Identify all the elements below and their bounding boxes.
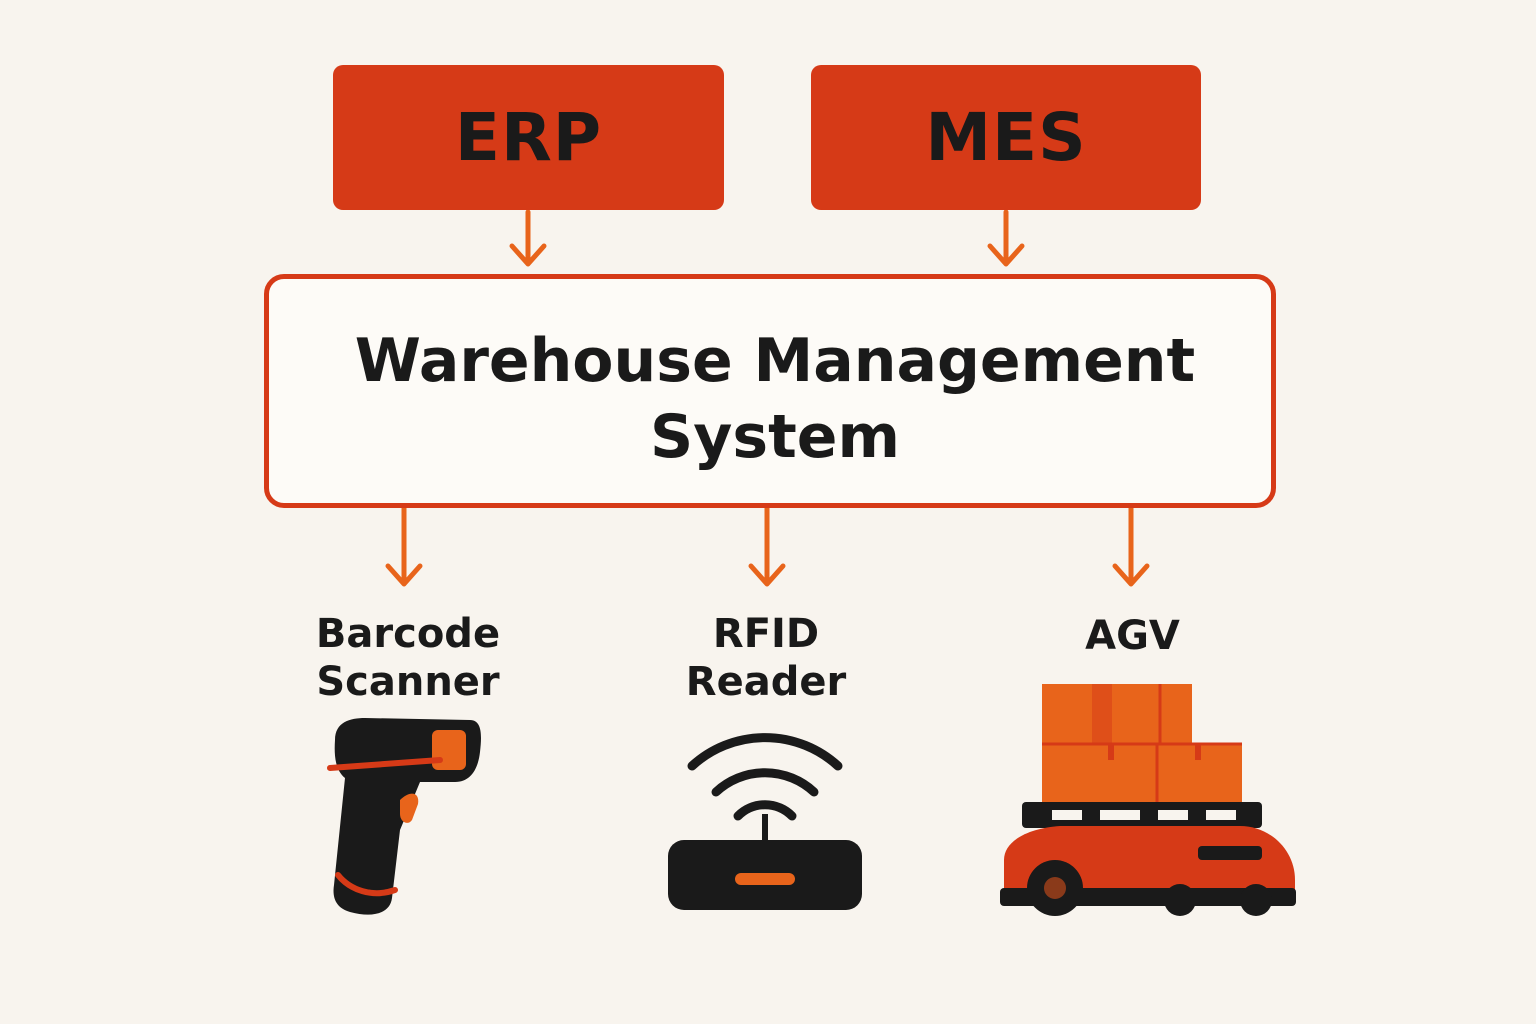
- rfid-reader-label-line2: Reader: [685, 659, 847, 705]
- arrow-erp-to-wms: [509, 209, 547, 267]
- wms-title-line1: Warehouse Management: [354, 326, 1196, 396]
- arrow-mes-to-wms: [987, 209, 1025, 267]
- rfid-reader-label: RFID Reader: [626, 610, 906, 706]
- wms-box: Warehouse Management System: [264, 274, 1276, 508]
- wms-title: Warehouse Management System: [269, 323, 1281, 475]
- wms-title-line2: System: [650, 402, 900, 472]
- barcode-scanner-label-line1: Barcode: [315, 611, 501, 657]
- arrow-wms-to-rfid: [748, 503, 786, 587]
- erp-label: ERP: [454, 99, 603, 176]
- rfid-reader-label-line1: RFID: [712, 611, 820, 657]
- mes-label: MES: [925, 99, 1087, 176]
- agv-icon: [1000, 684, 1296, 916]
- agv-label: AGV: [1000, 612, 1265, 660]
- arrow-wms-to-barcode: [385, 503, 423, 587]
- mes-box: MES: [811, 65, 1201, 210]
- agv-label-line1: AGV: [1085, 613, 1180, 659]
- barcode-scanner-label: Barcode Scanner: [268, 610, 548, 706]
- rfid-reader-icon: [668, 733, 862, 910]
- barcode-scanner-label-line2: Scanner: [316, 659, 500, 705]
- erp-box: ERP: [333, 65, 724, 210]
- barcode-scanner-icon: [327, 718, 481, 915]
- arrow-wms-to-agv: [1112, 503, 1150, 587]
